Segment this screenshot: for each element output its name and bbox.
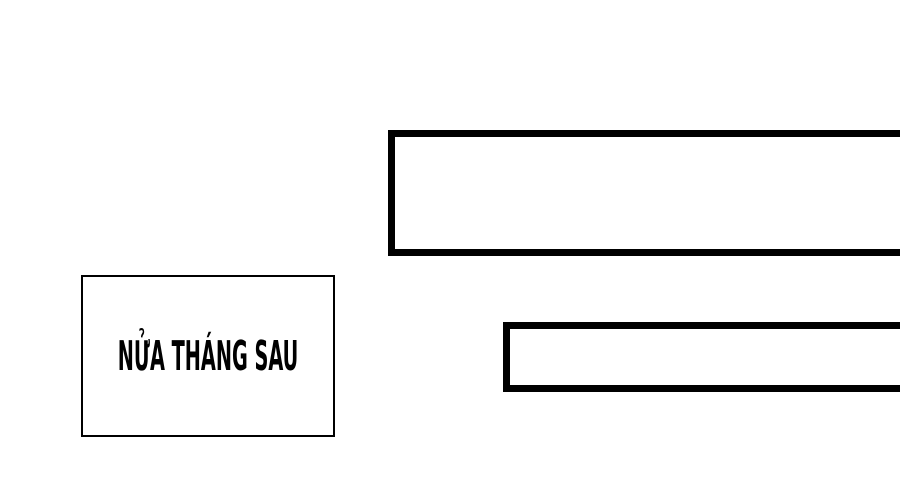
empty-panel-top bbox=[388, 130, 900, 256]
caption-box: NỬA THÁNG SAU bbox=[81, 275, 335, 437]
caption-text: NỬA THÁNG SAU bbox=[117, 331, 299, 380]
empty-panel-bottom bbox=[503, 322, 900, 392]
